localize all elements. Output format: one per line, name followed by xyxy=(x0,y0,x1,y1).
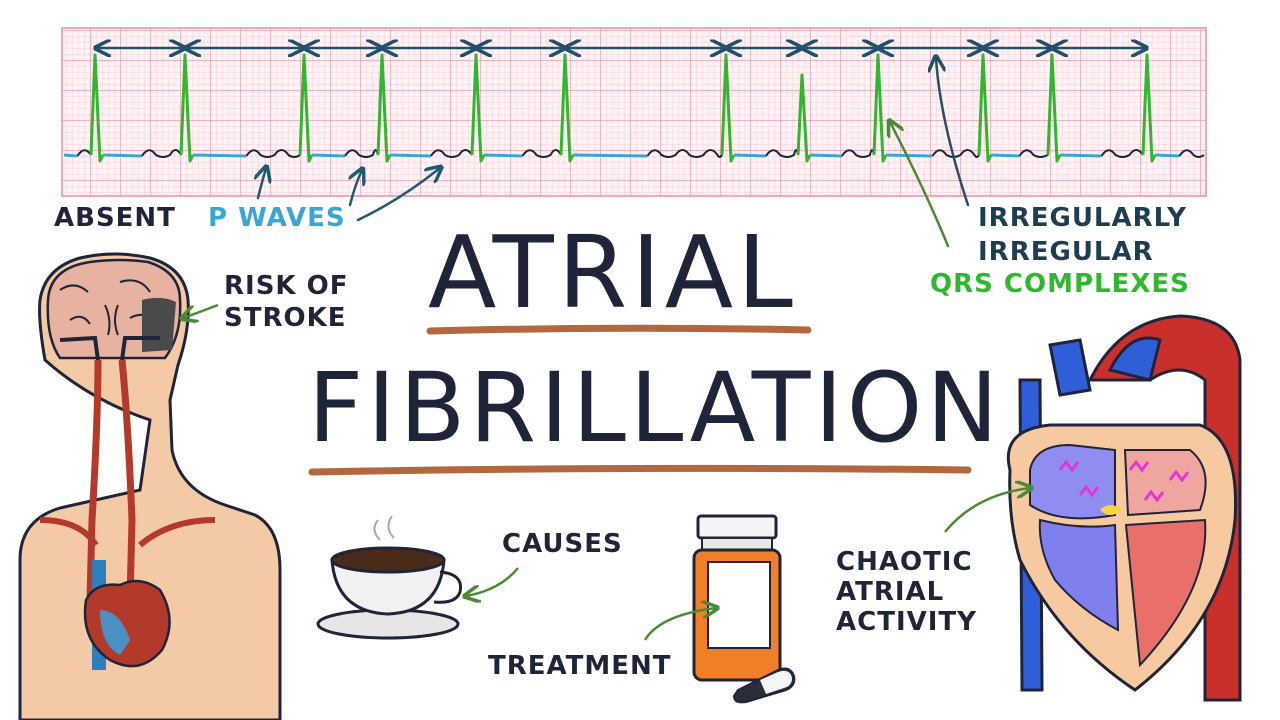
risk-label: RISK OF xyxy=(224,271,349,301)
ecg-fibrillatory-wave xyxy=(841,149,875,158)
ecg-qrs-spike xyxy=(796,73,812,163)
ecg-qrs-spike xyxy=(376,53,392,163)
head-brain-illustration xyxy=(18,252,282,720)
ecg-absent-p-segment xyxy=(809,153,843,158)
chaotic-label: CHAOTIC xyxy=(836,547,973,577)
ecg-strip xyxy=(61,27,1207,197)
p-waves-label: P WAVES xyxy=(208,203,346,233)
ecg-absent-p-segment xyxy=(389,153,432,158)
ecg-absent-p-segment xyxy=(192,153,247,158)
ecg-qrs-spike xyxy=(1141,53,1157,163)
ecg-qrs-spike xyxy=(559,53,575,163)
ecg-fibrillatory-wave xyxy=(521,149,562,158)
ecg-absent-p-segment xyxy=(733,153,767,158)
ecg-qrs-complexes xyxy=(89,53,1157,163)
atrial-label: ATRIAL xyxy=(836,577,945,607)
ecg-fibrillatory-wave xyxy=(931,149,980,158)
irregular-label: IRREGULAR xyxy=(978,237,1154,267)
ecg-baseline xyxy=(63,149,1205,158)
ecg-qrs-spike xyxy=(470,53,486,163)
treatment-arrow xyxy=(643,608,716,641)
ecg-absent-p-segment xyxy=(885,153,933,158)
ecg-absent-p-segment xyxy=(1154,153,1180,158)
ecg-fibrillatory-wave xyxy=(646,149,723,158)
ecg-fibrillatory-wave xyxy=(344,149,379,158)
ecg-absent-p-segment xyxy=(311,153,346,158)
p-wave-arrows xyxy=(258,168,440,222)
causes-arrow xyxy=(466,567,519,596)
chaotic-arrow xyxy=(944,488,1030,533)
activity-label: ACTIVITY xyxy=(836,607,977,637)
causes-label: CAUSES xyxy=(502,529,623,559)
ecg-fibrillatory-wave xyxy=(1178,149,1205,158)
pill-bottle-icon xyxy=(692,514,796,704)
title-fibrillation: FIBRILLATION xyxy=(308,352,1003,464)
coffee-cup-icon xyxy=(316,515,463,640)
title-underline-1 xyxy=(426,324,812,335)
ecg-qrs-spike xyxy=(179,53,195,163)
treatment-label: TREATMENT xyxy=(488,651,672,681)
title-atrial: ATRIAL xyxy=(428,214,797,331)
irregularly-label: IRREGULARLY xyxy=(978,203,1187,233)
ecg-absent-p-segment xyxy=(990,153,1020,158)
heart-illustration xyxy=(1006,314,1242,702)
qrs-complexes-label: QRS COMPLEXES xyxy=(930,269,1190,299)
absent-label: ABSENT xyxy=(54,203,176,233)
stroke-arrow xyxy=(183,303,219,318)
ecg-fibrillatory-wave xyxy=(430,149,473,158)
ecg-fibrillatory-wave xyxy=(1100,149,1144,158)
ecg-qrs-spike xyxy=(720,53,736,163)
qrs-arrow xyxy=(890,58,970,248)
ecg-fibrillatory-wave xyxy=(141,149,182,158)
ecg-absent-p-segment xyxy=(483,153,523,158)
ecg-qrs-spike xyxy=(89,53,105,163)
ecg-absent-p-segment xyxy=(63,153,78,158)
stroke-label: STROKE xyxy=(224,303,347,333)
ecg-qrs-spike xyxy=(872,53,888,163)
ecg-qrs-spike xyxy=(1046,53,1062,163)
ecg-qrs-spike xyxy=(298,53,314,163)
ecg-fibrillatory-wave xyxy=(765,149,799,158)
ecg-fibrillatory-wave xyxy=(245,149,301,158)
ecg-absent-p-segment xyxy=(102,153,143,158)
title-underline-2 xyxy=(308,464,972,476)
ecg-qrs-spike xyxy=(977,53,993,163)
ecg-absent-p-segment xyxy=(1059,153,1102,158)
ecg-absent-p-segment xyxy=(572,153,648,158)
